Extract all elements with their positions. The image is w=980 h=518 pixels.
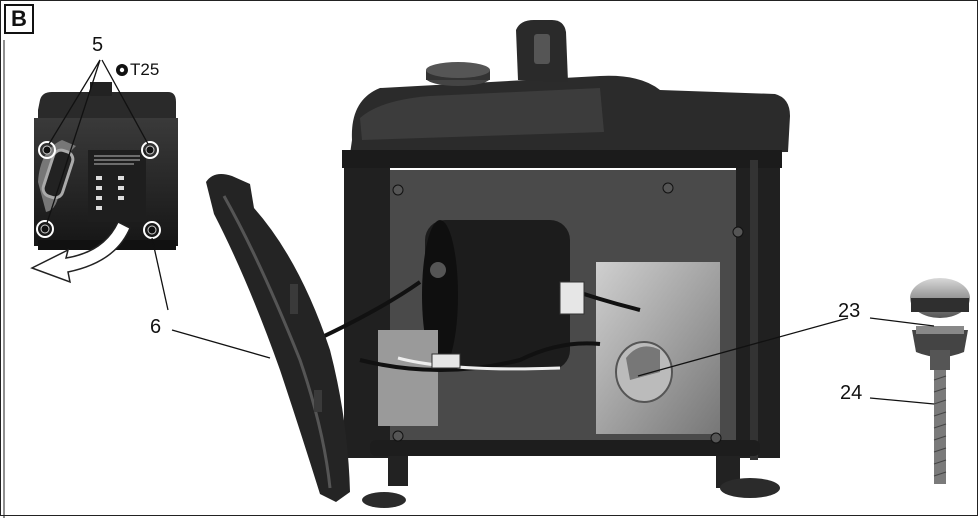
torx-star-icon [116, 64, 128, 76]
side-panel [206, 174, 350, 502]
panel-label: B [4, 4, 34, 34]
torx-label: T25 [130, 60, 160, 79]
callout-23: 23 [838, 300, 861, 322]
inset-generator [30, 59, 178, 311]
main-generator [315, 20, 790, 508]
callout-6: 6 [150, 316, 162, 338]
callout-5: 5 [92, 34, 104, 56]
dipstick [910, 278, 970, 484]
callout-24: 24 [840, 382, 863, 404]
